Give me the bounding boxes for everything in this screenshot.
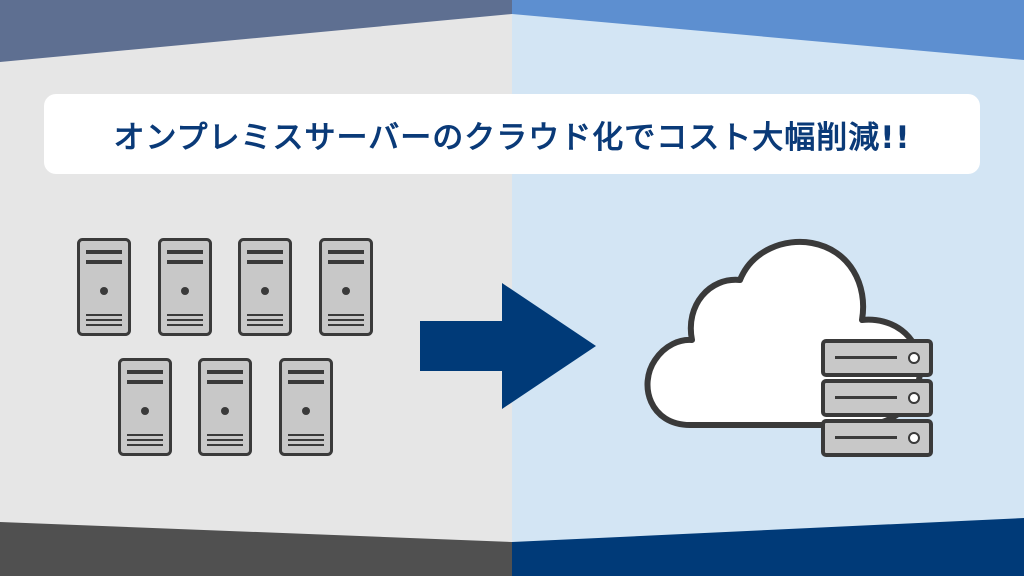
title-banner: オンプレミスサーバーのクラウド化でコスト大幅削減!! (44, 94, 980, 174)
tower-server-icon (158, 238, 212, 336)
top-left-band (0, 0, 512, 62)
tower-server-icon (238, 238, 292, 336)
bottom-right-band (512, 518, 1024, 576)
tower-server-icon (279, 358, 333, 456)
bottom-left-band (0, 522, 512, 576)
right-arrow-icon (420, 283, 596, 409)
cloud-server-icon (644, 239, 933, 457)
tower-server-icon (77, 238, 131, 336)
tower-server-icon (118, 358, 172, 456)
page-title: オンプレミスサーバーのクラウド化でコスト大幅削減!! (113, 119, 911, 156)
top-right-band (512, 0, 1024, 60)
tower-server-icon (319, 238, 373, 336)
tower-server-icon (198, 358, 252, 456)
rack-server-icon (821, 339, 933, 457)
